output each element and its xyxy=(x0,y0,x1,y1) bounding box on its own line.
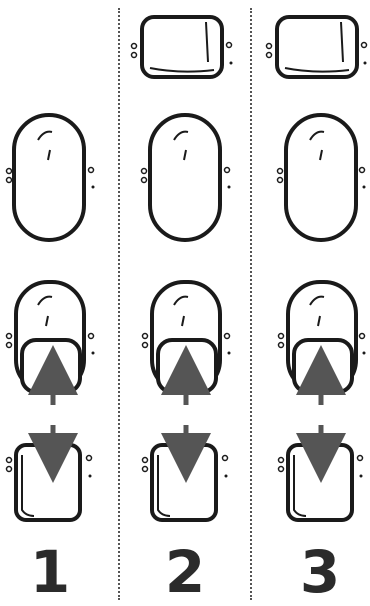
column-3-top-item xyxy=(267,17,367,77)
column-2-label: 2 xyxy=(145,540,225,604)
column-3-steps xyxy=(267,17,367,520)
column-1-steps xyxy=(7,115,95,520)
column-3-compact-item xyxy=(279,425,363,520)
column-1-compact-item xyxy=(7,425,92,520)
column-1-full-item xyxy=(7,115,95,240)
column-2-steps xyxy=(132,17,233,520)
column-1-label: 1 xyxy=(10,540,90,604)
column-2-full-item xyxy=(142,115,231,240)
column-1-folded-item xyxy=(7,282,95,405)
column-2-top-item xyxy=(132,17,233,77)
column-divider-2 xyxy=(250,8,252,600)
column-3-folded-item xyxy=(279,282,366,405)
column-3-full-item xyxy=(278,115,366,240)
column-2-folded-item xyxy=(143,282,231,405)
column-2-compact-item xyxy=(143,425,228,520)
column-3-label: 3 xyxy=(280,540,360,604)
column-divider-1 xyxy=(118,8,120,600)
